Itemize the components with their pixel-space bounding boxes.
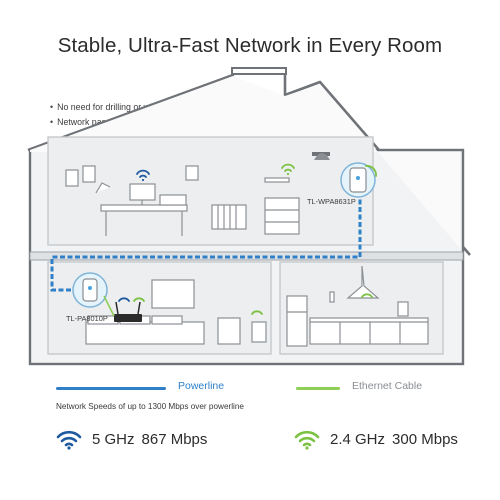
ethernet-legend-line	[296, 387, 340, 390]
device-label-upstairs: TL-WPA8631P	[307, 197, 356, 206]
router	[103, 295, 142, 322]
device-label-downstairs: TL-PA8010P	[66, 314, 108, 323]
middle-floor	[29, 251, 464, 261]
chimney	[231, 67, 287, 75]
powerline-legend-line	[56, 387, 166, 390]
speed-note: Network Speeds of up to 1300 Mbps over p…	[56, 402, 244, 411]
kitchen-furniture	[286, 265, 429, 347]
upstairs-adapter	[340, 162, 376, 198]
downstairs-adapter	[72, 272, 108, 308]
powerline-path	[50, 192, 362, 292]
feature-bullet: No need for drilling or wire installatio…	[50, 100, 215, 115]
attic-fill	[30, 76, 460, 248]
band-label: 2.4 GHz	[330, 430, 386, 448]
wifi-icon	[56, 430, 82, 450]
band-5ghz: 5 GHz 867 Mbps	[56, 424, 207, 454]
band-label: 5 GHz	[92, 430, 135, 448]
upstairs-furniture	[65, 165, 300, 236]
ethernet-legend-label: Ethernet Cable	[352, 380, 423, 392]
page-title: Stable, Ultra-Fast Network in Every Room	[57, 34, 443, 57]
scene-wifi-icon	[118, 163, 377, 315]
ceiling-lamp	[314, 153, 330, 160]
band-speed: 300 Mbps	[392, 430, 458, 448]
band-speed: 867 Mbps	[141, 430, 208, 448]
powerline-legend-label: Powerline	[178, 380, 225, 392]
band-2-4ghz: 2.4 GHz 300 Mbps	[294, 424, 458, 454]
wifi-icon	[294, 430, 320, 450]
